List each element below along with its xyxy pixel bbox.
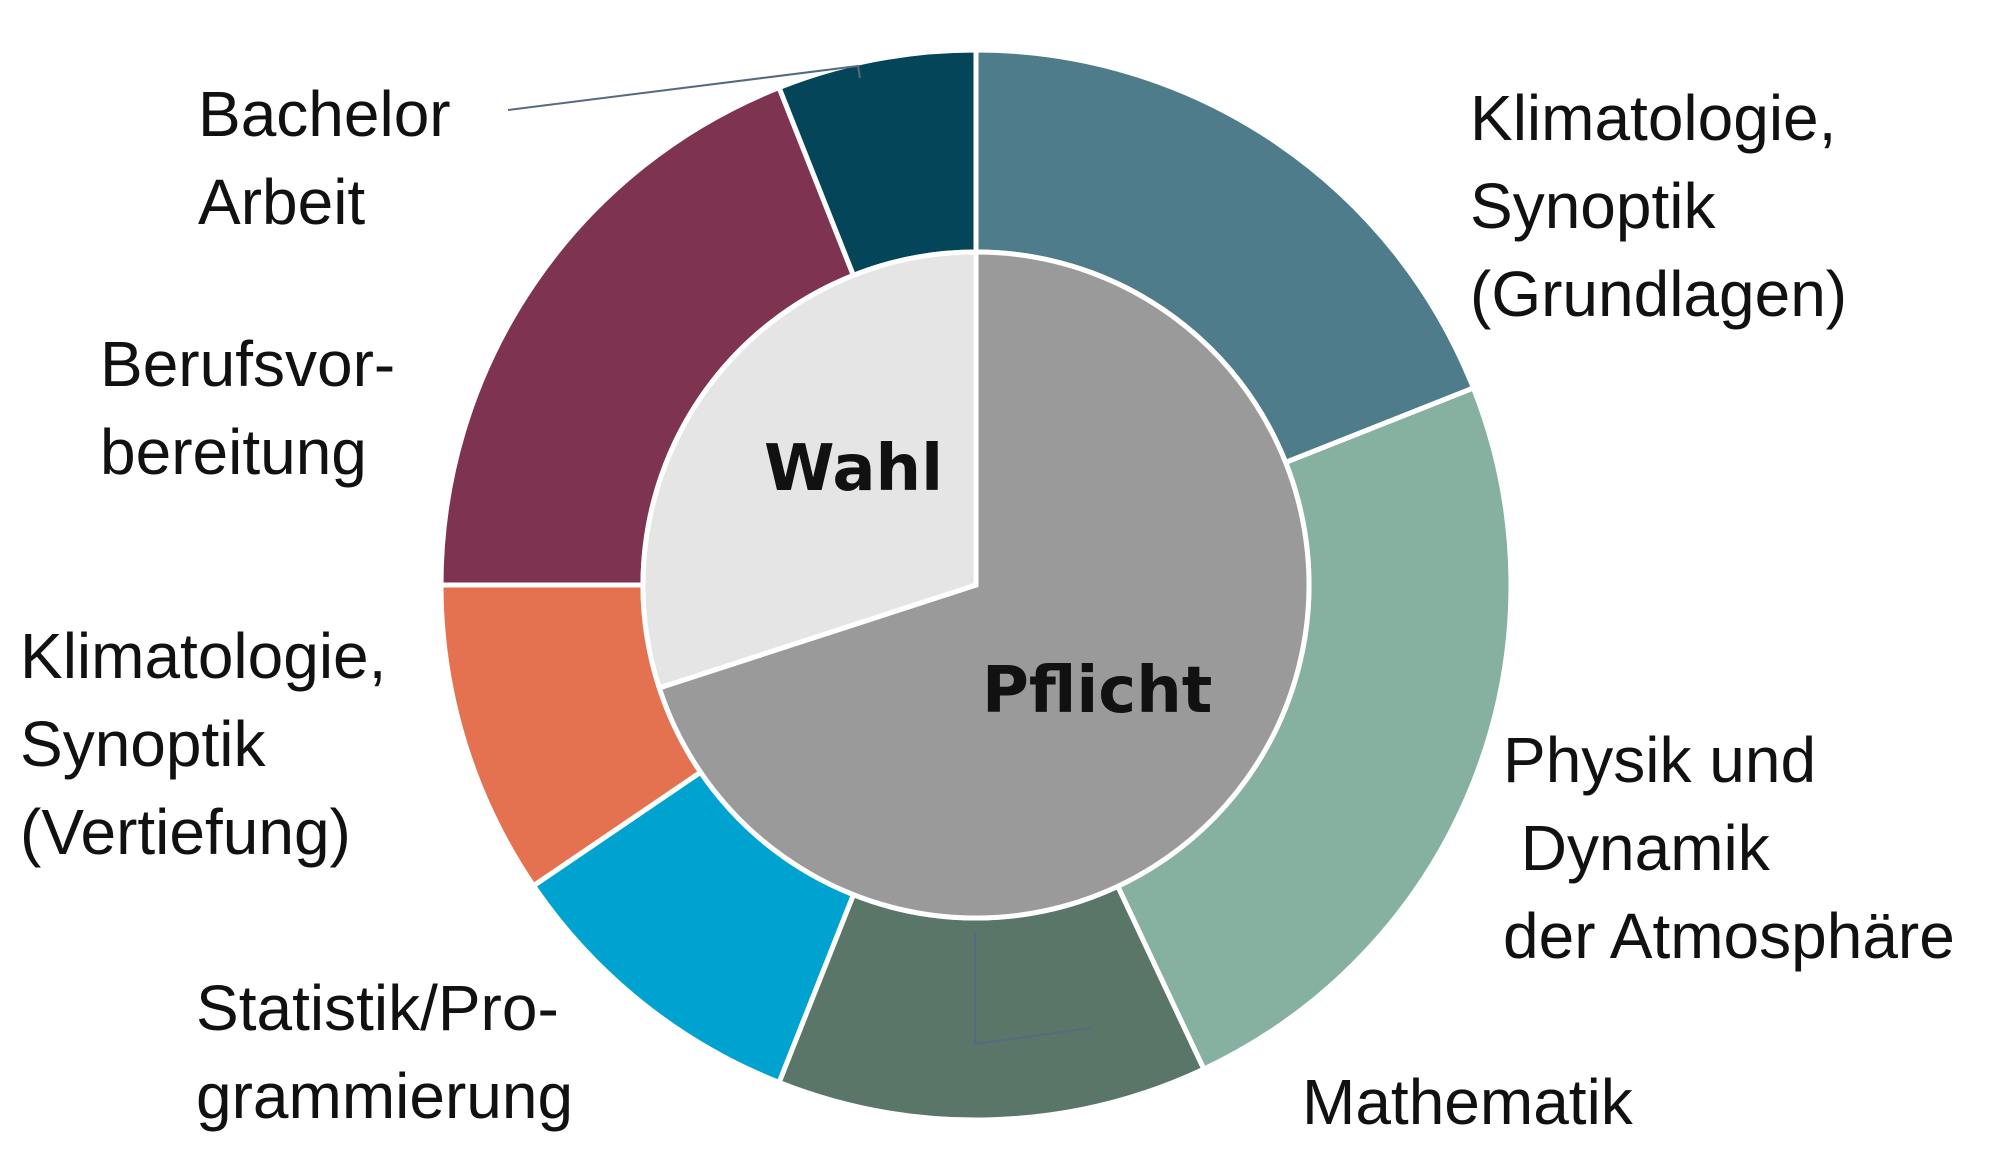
svg-text:Synoptik: Synoptik <box>20 708 266 780</box>
svg-text:Dynamik: Dynamik <box>1503 812 1771 884</box>
outer-label-mathematik: Mathematik <box>1302 1066 1634 1138</box>
svg-text:Arbeit: Arbeit <box>198 166 365 238</box>
outer-label-bachelor: Bachelor Arbeit <box>198 78 451 238</box>
mathematik-leader-line <box>974 932 1093 1046</box>
svg-text:Mathematik: Mathematik <box>1302 1066 1634 1138</box>
svg-text:Klimatologie,: Klimatologie, <box>20 620 386 692</box>
outer-label-klima-vertiefung: Klimatologie, Synoptik (Vertiefung) <box>20 620 386 868</box>
outer-label-berufsvorbereitung: Berufsvor- bereitung <box>100 328 395 488</box>
svg-text:bereitung: bereitung <box>100 416 367 488</box>
inner-label-wahl: Wahl <box>764 432 943 506</box>
outer-label-statistik: Statistik/Pro- grammierung <box>196 972 573 1132</box>
svg-text:Bachelor: Bachelor <box>198 78 451 150</box>
svg-text:Berufsvor-: Berufsvor- <box>100 328 395 400</box>
inner-slice-1 <box>656 249 1312 921</box>
inner-label-pflicht: Pflicht <box>982 654 1212 728</box>
outer-label-physik: Physik und Dynamik der Atmosphäre <box>1503 724 1955 972</box>
bachelor-leader-line <box>507 64 861 111</box>
inner-ring <box>640 249 1312 921</box>
svg-text:Statistik/Pro-: Statistik/Pro- <box>196 972 559 1044</box>
svg-text:(Vertiefung): (Vertiefung) <box>20 796 351 868</box>
svg-text:Klimatologie,: Klimatologie, <box>1470 82 1836 154</box>
inner-slice-2 <box>640 249 979 692</box>
svg-text:Synoptik: Synoptik <box>1470 170 1716 242</box>
svg-text:der Atmosphäre: der Atmosphäre <box>1503 900 1955 972</box>
outer-label-klima-grundlagen: Klimatologie, Synoptik (Grundlagen) <box>1470 82 1847 330</box>
outer-ring <box>438 47 1514 1123</box>
svg-text:(Grundlagen): (Grundlagen) <box>1470 258 1847 330</box>
svg-text:Physik und: Physik und <box>1503 724 1816 796</box>
svg-text:grammierung: grammierung <box>196 1060 573 1132</box>
